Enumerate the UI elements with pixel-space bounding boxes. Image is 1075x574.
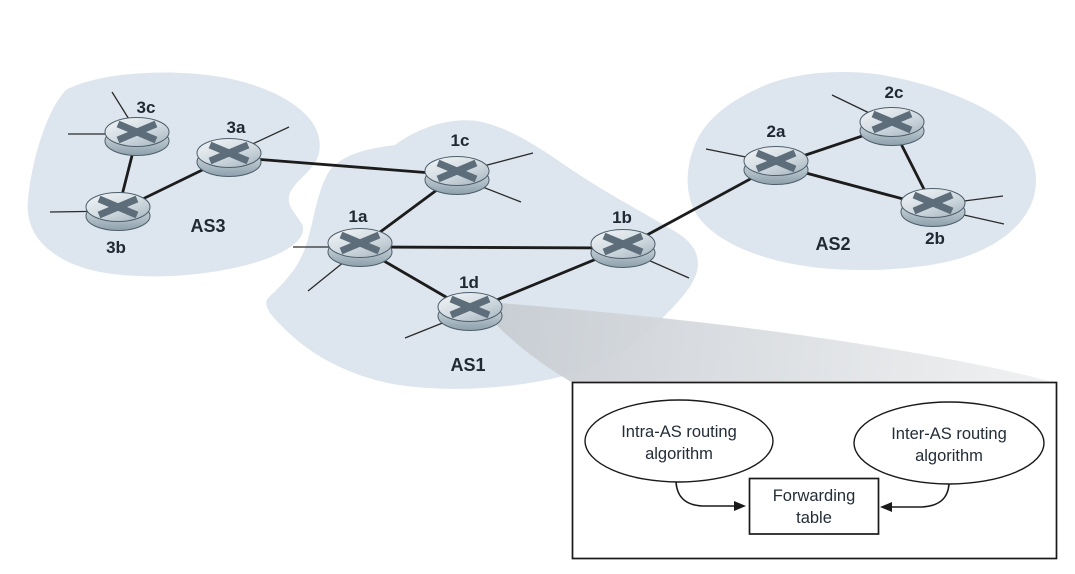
router-label-1c: 1c [451,131,470,150]
router-1a [328,229,392,267]
router-label-1d: 1d [459,273,479,292]
router-label-3a: 3a [227,118,246,137]
intra-as-ellipse-text-line1: Intra-AS routing [621,423,737,441]
router-2b [901,189,965,227]
intra-as-ellipse [584,399,774,483]
forwarding-table-text-line2: table [796,509,832,527]
forwarding-table-text-line1: Forwarding [773,487,856,505]
router-2a [744,147,808,185]
inter-arrow [892,483,950,508]
router-1c [425,157,489,195]
router-label-3b: 3b [106,238,126,257]
as-label-as3: AS3 [190,216,225,236]
intra-as-ellipse-text-line2: algorithm [645,445,713,463]
router-1d [438,293,502,331]
router-label-1a: 1a [349,207,368,226]
as2-cloud [687,72,1036,271]
inter-as-ellipse-text-line2: algorithm [915,447,983,465]
zoom-callout-wedge [476,301,1056,383]
router-3c [105,118,169,156]
inter-as-ellipse-text-line1: Inter-AS routing [891,425,1007,443]
router-label-1b: 1b [612,208,632,227]
router-label-2b: 2b [925,229,945,248]
router-label-2c: 2c [885,83,904,102]
router-3b [86,193,150,231]
inter-as-ellipse [853,401,1045,485]
intra-arrowhead-icon [734,501,746,511]
router-1b [591,230,655,268]
router-label-3c: 3c [137,98,156,117]
router-3a [197,139,261,177]
intra-arrow [675,481,734,507]
forwarding-table-box [748,477,880,535]
inset-box-group: Intra-AS routing algorithm Inter-AS rout… [571,381,1058,560]
as3-cloud [27,72,320,277]
link-3a-1c [227,155,459,177]
router-label-2a: 2a [767,122,786,141]
router-2c [860,108,924,146]
as-label-as2: AS2 [815,234,850,254]
as-label-as1: AS1 [450,355,485,375]
inter-arrowhead-icon [880,502,892,512]
link-1a-1b [358,245,625,250]
